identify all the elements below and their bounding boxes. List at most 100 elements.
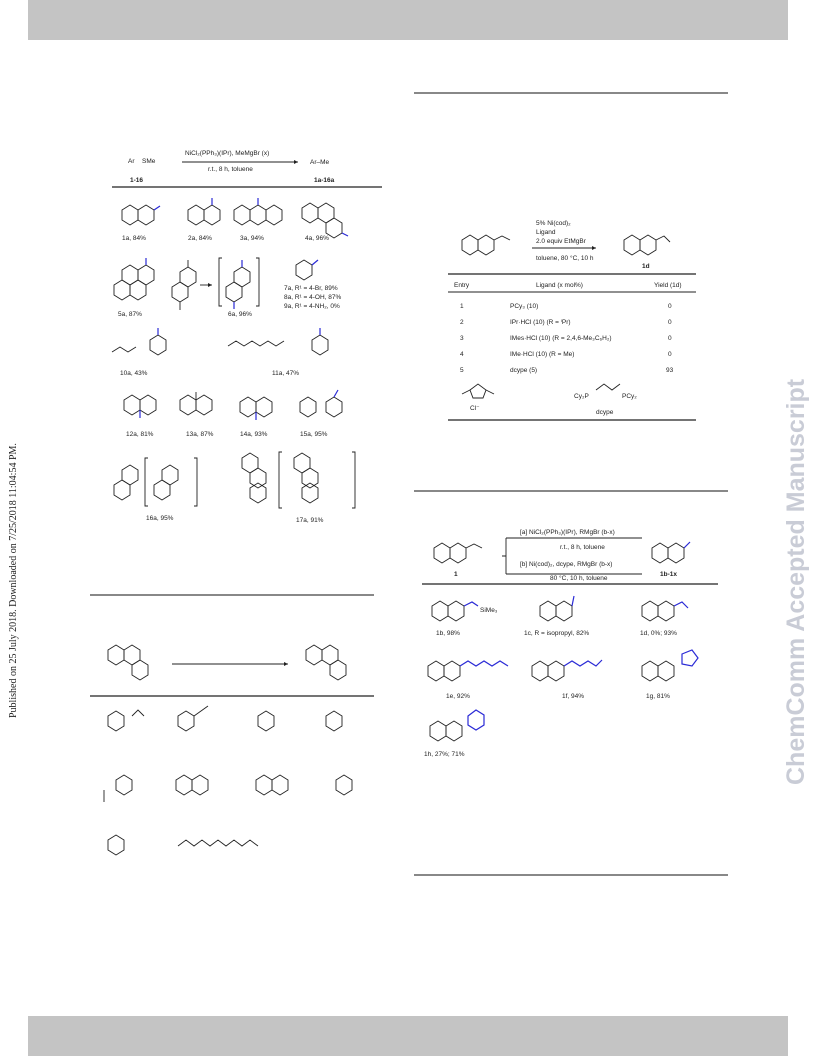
table1-header-entry: Entry	[454, 282, 470, 289]
svg-text:Published on 25 July 2018. Dow: Published on 25 July 2018. Downloaded on…	[8, 443, 19, 718]
reactant-label: 1-16	[130, 177, 143, 184]
structure-13a	[179, 392, 213, 416]
right-top-rule	[414, 92, 728, 94]
table1-header-yield: Yield (1d)	[654, 282, 682, 289]
structure-12a	[123, 394, 157, 418]
entry-4a: 4a, 96%	[305, 235, 329, 242]
entry-17a: 17a, 91%	[296, 517, 324, 524]
left-section-rule	[90, 594, 374, 596]
svg-text:3: 3	[460, 335, 464, 342]
svg-text:IPr·HCl (10) (R = ⁱPr): IPr·HCl (10) (R = ⁱPr)	[510, 318, 571, 326]
product-1d	[641, 600, 689, 622]
scheme2-cond-a: [a] NiCl₂(PPh₃)(IPr), RMgBr (b-x)	[520, 529, 615, 536]
scheme1-conditions: r.t., 8 h, toluene	[208, 166, 253, 173]
svg-text:0: 0	[668, 335, 672, 342]
product-1h	[429, 709, 485, 742]
product-1b	[431, 600, 479, 622]
svg-text:1: 1	[460, 303, 464, 310]
scheme1-product: Ar–Me	[310, 159, 330, 166]
entry-1a: 1a, 84%	[122, 235, 146, 242]
product-1f	[531, 659, 603, 682]
scheme2-start-label: 1	[454, 571, 458, 578]
svg-text:4: 4	[460, 351, 464, 358]
header-bar	[28, 0, 788, 40]
table-1: 5% Ni(cod)₂ Ligand 2.0 equiv EtMgBr tolu…	[448, 220, 696, 421]
scheme-2: 1 [a] NiCl₂(PPh₃)(IPr), RMgBr (b-x) r.t.…	[422, 529, 718, 758]
scheme2-product	[651, 541, 691, 564]
structure-15a	[299, 389, 343, 418]
table1-product	[623, 234, 671, 256]
scheme2-product-label: 1b-1x	[660, 571, 677, 578]
dcype-left: Cy₂P	[574, 393, 589, 400]
svg-text:IMe·HCl (10) (R = Me): IMe·HCl (10) (R = Me)	[510, 351, 574, 358]
structure-14a	[239, 396, 273, 420]
dcype-label: dcype	[596, 409, 614, 416]
product-1c	[539, 595, 575, 622]
table1-product-label: 1d	[642, 263, 650, 270]
scheme1-catalyst: NiCl₂(PPh₃)(IPr), MeMgBr (x)	[185, 150, 269, 157]
entry-1b: 1b, 98%	[436, 630, 460, 637]
scheme-lower-left	[90, 644, 374, 856]
svg-text:PCy₃ (10): PCy₃ (10)	[510, 303, 538, 310]
dcype-right: PCy₂	[622, 393, 637, 400]
structure-5a	[113, 258, 155, 301]
table1-reagent-3: toluene, 80 °C, 10 h	[536, 254, 594, 262]
product-phenanthrene	[305, 644, 347, 681]
substrate-grid	[103, 705, 353, 856]
structure-16a	[113, 457, 198, 507]
sime3: SiMe₃	[480, 607, 498, 614]
entry-1g: 1g, 81%	[646, 693, 670, 700]
svg-text:0: 0	[668, 319, 672, 326]
substituent-9a: 9a, R¹ = 4-NH₂, 0%	[284, 303, 340, 310]
right-bottom-rule	[414, 874, 728, 876]
structure-7a-9a	[295, 259, 319, 281]
product-1e	[427, 660, 509, 682]
reactant: Ar	[128, 158, 135, 165]
accepted-manuscript-watermark: ChemComm Accepted Manuscript	[782, 378, 810, 785]
scheme2-reactant	[433, 542, 483, 564]
entry-2a: 2a, 84%	[188, 235, 212, 242]
entry-3a: 3a, 94%	[240, 235, 264, 242]
structure-3a	[233, 198, 283, 226]
nhc-ligand	[461, 383, 495, 399]
svg-text:ChemComm Accepted Manuscript: ChemComm Accepted Manuscript	[782, 378, 810, 785]
entry-1d: 1d, 0%; 93%	[640, 630, 677, 637]
table1-reagent-1: Ligand	[536, 229, 556, 236]
structure-1a	[121, 204, 161, 226]
scheme2-cond-b: [b] Ni(cod)₂, dcype, RMgBr (b-x)	[520, 561, 612, 568]
entry-10a: 10a, 43%	[120, 370, 148, 377]
svg-text:IMes·HCl (10) (R = 2,4,6-Me₃C₆: IMes·HCl (10) (R = 2,4,6-Me₃C₆H₂)	[510, 335, 612, 342]
structure-11a	[227, 328, 329, 356]
product-1g	[641, 649, 699, 682]
structure-10a	[111, 328, 167, 356]
svg-text:0: 0	[668, 351, 672, 358]
table1-reagent-0: 5% Ni(cod)₂	[536, 220, 571, 227]
entry-11a: 11a, 47%	[272, 370, 299, 377]
svg-text:2: 2	[460, 319, 464, 326]
table1-header-ligand: Ligand (x mol%)	[536, 282, 583, 289]
entry-14a: 14a, 93%	[240, 431, 268, 438]
scheme2-cond-a2: r.t., 8 h, toluene	[560, 544, 605, 551]
entry-1h: 1h, 27%; 71%	[424, 751, 465, 758]
structure-17a	[241, 451, 356, 509]
svg-text:5: 5	[460, 367, 464, 374]
table1-reactant	[461, 234, 511, 256]
publication-note: Published on 25 July 2018. Downloaded on…	[8, 443, 19, 718]
entry-5a: 5a, 87%	[118, 311, 142, 318]
reactant-phenanthrene	[107, 644, 149, 681]
structure-4a	[301, 202, 349, 239]
substituent-7a: 7a, R¹ = 4-Br, 89%	[284, 285, 338, 292]
entry-1f: 1f, 94%	[562, 693, 584, 700]
product-label: 1a-16a	[314, 177, 335, 184]
scheme-1: Ar SMe NiCl₂(PPh₃)(IPr), MeMgBr (x) r.t.…	[111, 150, 382, 524]
entry-1e: 1e, 92%	[446, 693, 470, 700]
entry-16a: 16a, 95%	[146, 515, 174, 522]
entry-13a: 13a, 87%	[186, 431, 214, 438]
table1-rows: 1 PCy₃ (10) 0 2 IPr·HCl (10) (R = ⁱPr) 0…	[460, 303, 674, 374]
structure-2a	[187, 198, 221, 226]
entry-12a: 12a, 81%	[126, 431, 154, 438]
svg-text:93: 93	[666, 367, 674, 374]
scheme2-cond-b2: 80 °C, 10 h, toluene	[550, 574, 608, 582]
right-middle-rule	[414, 490, 728, 492]
svg-text:dcype (5): dcype (5)	[510, 367, 537, 374]
